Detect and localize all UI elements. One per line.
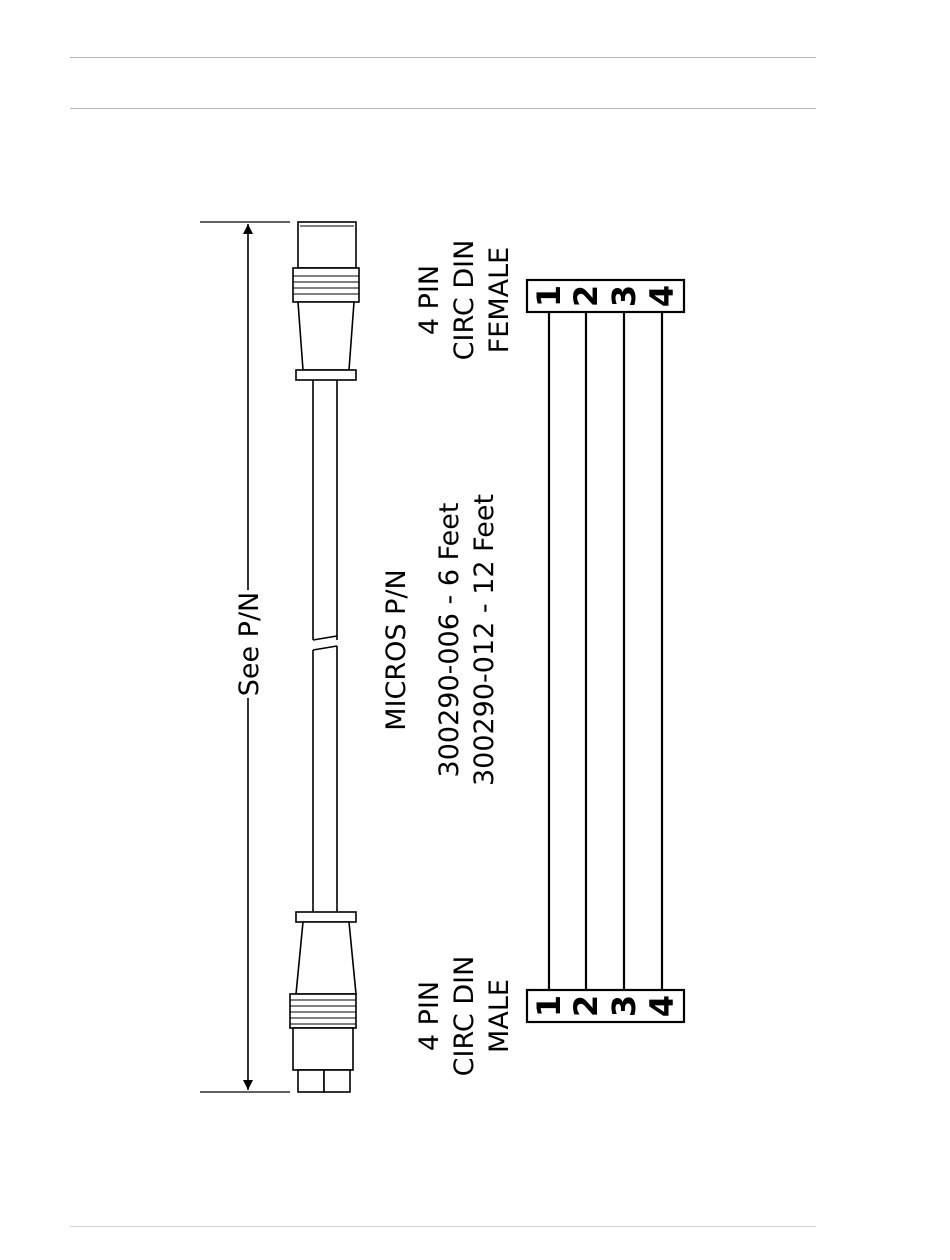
male-pin-1: 1	[530, 995, 568, 1017]
female-connector-icon	[293, 222, 359, 380]
part-number-line-2: 300290-012 - 12 Feet	[469, 494, 500, 786]
male-connector-label: 4 PIN CIRC DIN MALE	[414, 956, 515, 1077]
female-pin-2: 2	[567, 285, 605, 307]
male-pin-2: 2	[567, 995, 605, 1017]
female-label-line-2: CIRC DIN	[449, 240, 480, 361]
male-label-line-1: 4 PIN	[414, 981, 445, 1051]
part-number-block: MICROS P/N 300290-006 - 6 Feet 300290-01…	[381, 494, 500, 786]
male-connector-icon	[290, 912, 356, 1092]
female-pin-3: 3	[605, 285, 643, 307]
cable-icon	[313, 380, 337, 912]
male-pin-3: 3	[605, 995, 643, 1017]
dimension-arrow: See P/N	[200, 222, 290, 1092]
female-connector-label: 4 PIN CIRC DIN FEMALE	[414, 240, 515, 361]
male-label-line-2: CIRC DIN	[449, 956, 480, 1077]
wiring-schematic: 1 2 3 4 1 2 3 4	[527, 280, 684, 1022]
part-number-heading: MICROS P/N	[381, 569, 412, 730]
female-label-line-3: FEMALE	[484, 247, 515, 353]
female-label-line-1: 4 PIN	[414, 265, 445, 335]
dimension-label: See P/N	[234, 592, 265, 697]
male-label-line-3: MALE	[484, 979, 515, 1053]
male-pin-4: 4	[643, 995, 681, 1017]
cable-drawing	[290, 222, 359, 1092]
female-pin-4: 4	[643, 285, 681, 307]
part-number-line-1: 300290-006 - 6 Feet	[434, 503, 465, 778]
female-pin-1: 1	[530, 285, 568, 307]
